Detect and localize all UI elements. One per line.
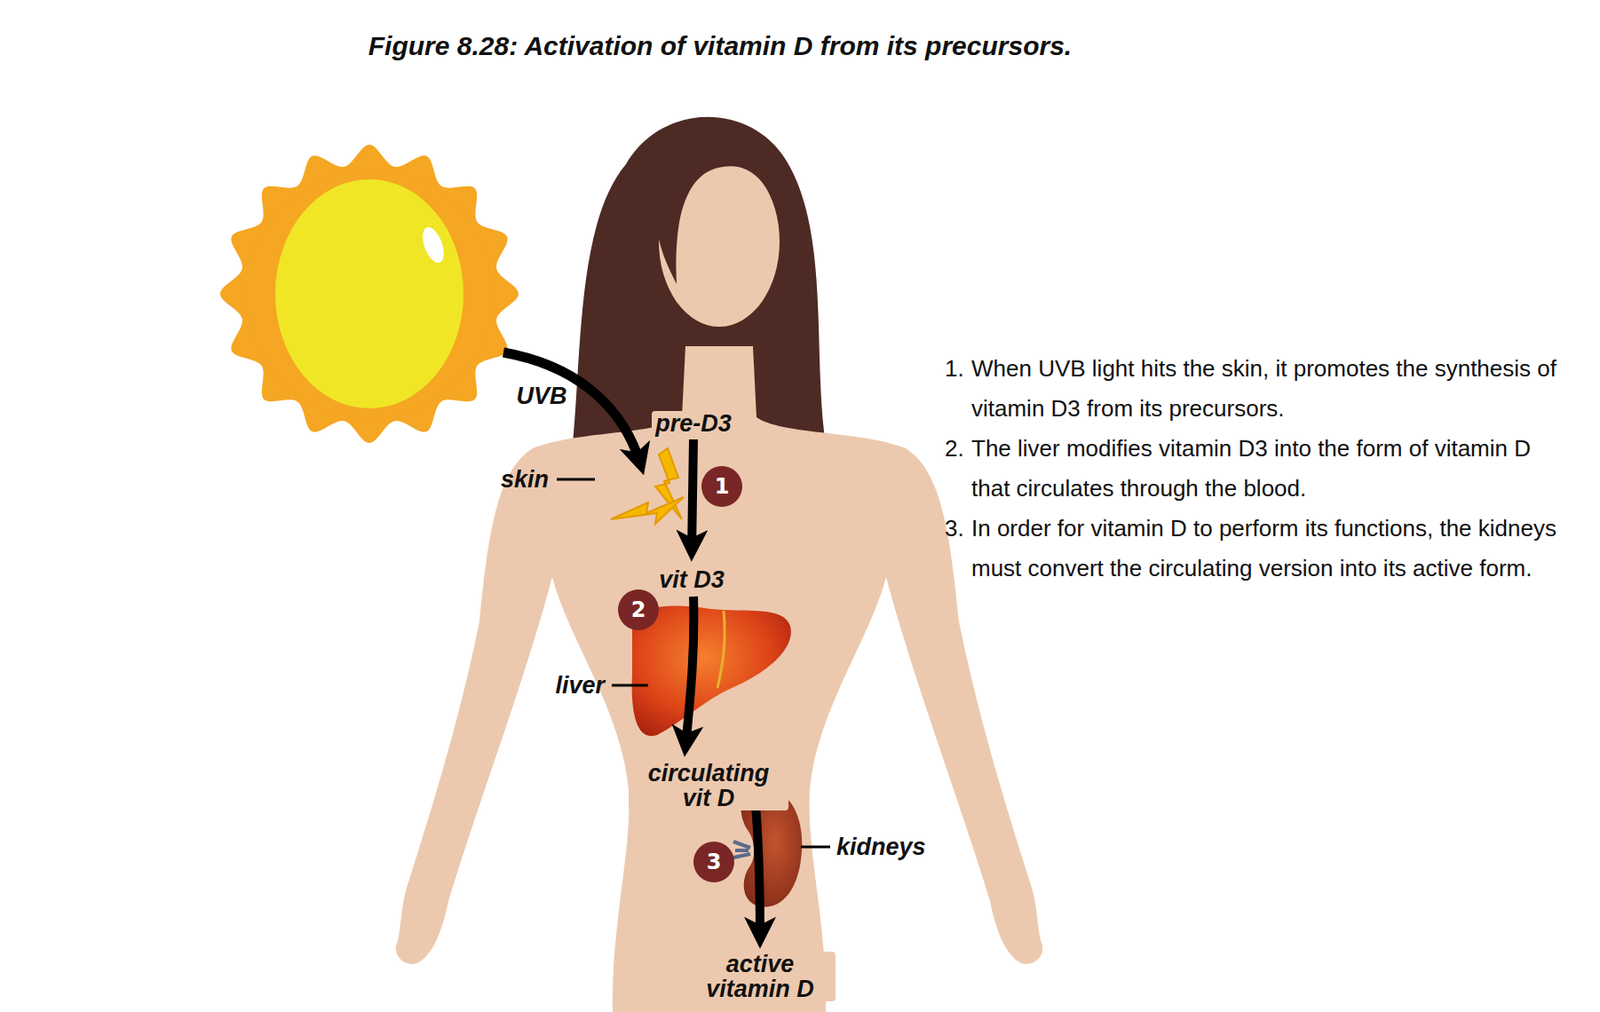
flow-arrow bbox=[691, 439, 694, 553]
list-text: The liver modifies vitamin D3 into the f… bbox=[971, 428, 1567, 509]
liver-ligament bbox=[717, 610, 725, 689]
callout-number: 3 bbox=[706, 851, 722, 873]
compound-label: active vitamin D bbox=[684, 951, 836, 1003]
light-label: UVB bbox=[512, 383, 571, 409]
part-label: kidneys bbox=[832, 834, 930, 860]
part-label: liver bbox=[551, 673, 609, 698]
leader-line bbox=[611, 684, 649, 688]
callout-number: 1 bbox=[714, 475, 730, 498]
callout-circle: 2 bbox=[617, 589, 659, 631]
sun-rays bbox=[220, 144, 519, 444]
sun-highlight bbox=[418, 224, 448, 266]
compound-label: pre-D3 bbox=[651, 411, 736, 436]
list-number: 2. bbox=[944, 428, 965, 469]
list-number: 1. bbox=[944, 348, 965, 389]
renal-vessels bbox=[733, 841, 751, 858]
flow-arrow bbox=[754, 794, 761, 940]
leader-line bbox=[556, 478, 595, 482]
figure-title: Figure 8.28: Activation of vitamin D fro… bbox=[368, 31, 1072, 62]
callout-number: 2 bbox=[631, 599, 647, 621]
list-number: 3. bbox=[944, 508, 965, 549]
part-label: skin bbox=[497, 467, 553, 492]
uvb-arrow bbox=[503, 352, 642, 467]
leader-line bbox=[800, 846, 831, 849]
sun-disk bbox=[245, 169, 494, 419]
hair-bangs bbox=[657, 129, 784, 285]
body-silhouette bbox=[396, 346, 1043, 1012]
list-text: When UVB light hits the skin, it promote… bbox=[971, 348, 1567, 429]
flow-arrow bbox=[685, 596, 694, 748]
callout-circle: 3 bbox=[693, 841, 735, 883]
callout-circle: 1 bbox=[701, 466, 743, 507]
compound-label: circulating vit D bbox=[628, 760, 789, 812]
sun-core bbox=[275, 179, 464, 409]
liver bbox=[632, 606, 792, 737]
lightning-bolt bbox=[610, 497, 684, 524]
list-text: In order for vitamin D to perform its fu… bbox=[971, 508, 1567, 589]
compound-label: vit D3 bbox=[655, 567, 729, 593]
